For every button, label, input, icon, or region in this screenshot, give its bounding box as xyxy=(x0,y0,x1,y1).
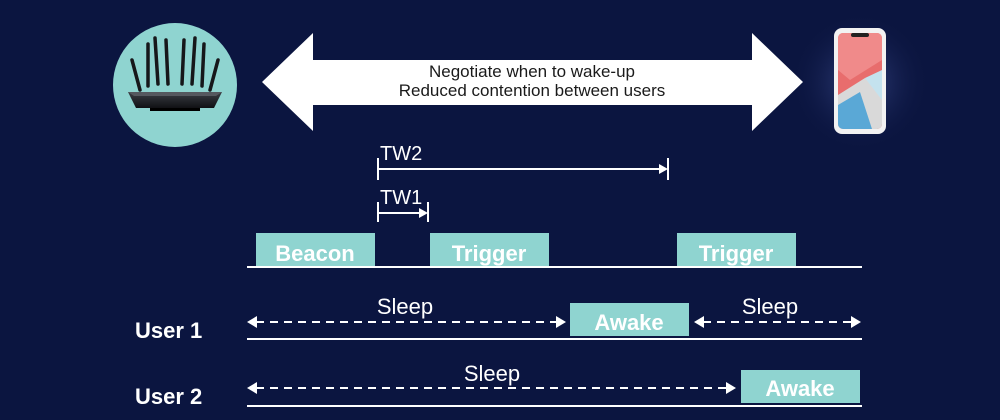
tw1-label: TW1 xyxy=(380,187,422,209)
trigger-box-2 xyxy=(677,233,796,266)
user1-awake-box xyxy=(570,303,689,336)
user2-awake-label: Awake xyxy=(765,376,834,401)
user2-awake-box xyxy=(741,370,860,403)
negotiation-line-2: Reduced contention between users xyxy=(399,81,666,100)
user2-sleep-arrow xyxy=(247,382,736,394)
beacon-label: Beacon xyxy=(275,241,354,266)
user1-sleep-arrow-1 xyxy=(247,316,566,328)
smartphone-icon xyxy=(790,12,930,152)
user1-sleep-label-2: Sleep xyxy=(742,294,798,319)
user1-sleep-label-1: Sleep xyxy=(377,294,433,319)
user1-awake-label: Awake xyxy=(594,310,663,335)
negotiation-arrow: Negotiate when to wake-up Reduced conten… xyxy=(262,33,803,131)
user2-timeline: User 2 Sleep Awake xyxy=(135,361,862,409)
ap-timeline: Beacon Trigger Trigger xyxy=(247,233,862,268)
trigger-label-2: Trigger xyxy=(699,241,774,266)
router-icon xyxy=(113,23,237,147)
user2-label: User 2 xyxy=(135,384,202,409)
user1-sleep-arrow-2 xyxy=(694,316,861,328)
user2-sleep-label: Sleep xyxy=(464,361,520,386)
user1-label: User 1 xyxy=(135,318,202,343)
trigger-box-1 xyxy=(430,233,549,266)
tw2-interval xyxy=(377,158,669,180)
user1-timeline: User 1 Sleep Awake Sleep xyxy=(135,294,862,343)
tw2-label: TW2 xyxy=(380,143,422,165)
trigger-label-1: Trigger xyxy=(452,241,527,266)
negotiation-line-1: Negotiate when to wake-up xyxy=(429,62,635,81)
tw1-interval xyxy=(377,202,429,222)
beacon-box xyxy=(256,233,375,266)
